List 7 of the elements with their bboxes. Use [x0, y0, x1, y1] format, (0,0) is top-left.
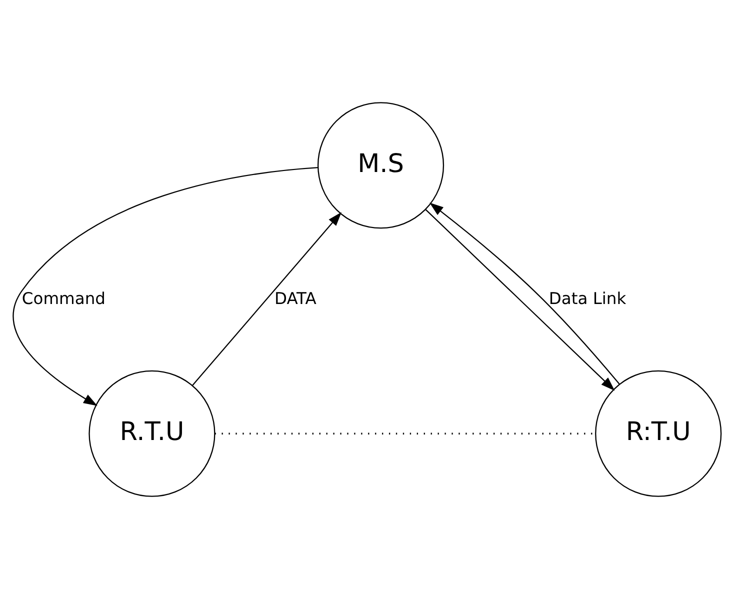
edge-label: Data Link	[548, 288, 626, 308]
arrow	[12, 166, 318, 406]
arrow	[192, 212, 342, 386]
edge-label: Command	[22, 288, 106, 308]
node-circle: R.T.U	[88, 370, 216, 496]
edge-label: DATA	[274, 288, 316, 308]
node-circle: R:T.U	[595, 370, 722, 496]
